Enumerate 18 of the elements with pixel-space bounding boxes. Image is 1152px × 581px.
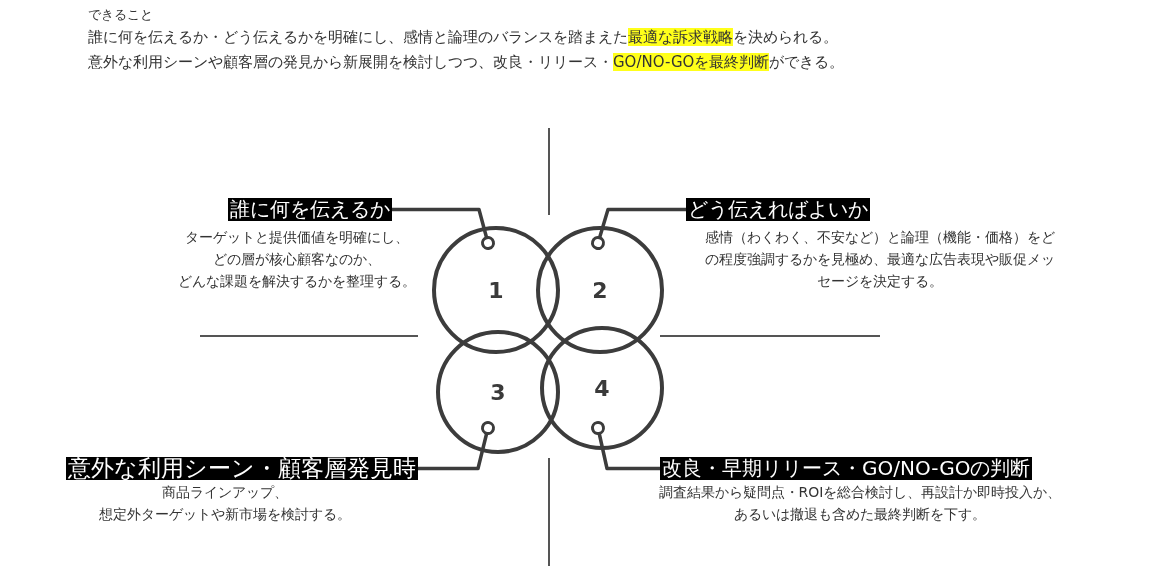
heading-label: 改良・早期リリース・GO/NO-GOの判断 — [660, 457, 1033, 480]
heading-label: 意外な利用シーン・顧客層発見時 — [66, 457, 418, 480]
description-text: 調査結果から疑問点・ROIを総合検討し、再設計か即時投入か、あるいは撤退も含めた最終判断を下す。 — [657, 483, 1063, 524]
leader-line — [392, 207, 495, 250]
numbered-circle: 1 — [432, 226, 560, 354]
description-text: ターゲットと提供価値を明確にし、どの層が核心顧客なのか、どんな課題を解決するかを整理する。 — [177, 228, 417, 291]
leader-line — [591, 207, 686, 250]
heading-label: どう伝えればよいか — [686, 198, 870, 221]
heading-label: 誰に何を伝えるか — [228, 198, 392, 221]
description-text: 商品ラインアップ、想定外ターゲットや新市場を検討する。 — [98, 483, 352, 524]
numbered-circle: 2 — [536, 226, 664, 354]
numbered-circle: 3 — [436, 330, 560, 454]
heading-text: できること — [88, 6, 153, 24]
leader-line — [418, 421, 495, 471]
description-text: 感情（わくわく、不安など）と論理（機能・価格）をどの程度強調するかを見極め、最適な広告表現や販促メッセージを決定する。 — [705, 228, 1055, 291]
leader-line — [591, 421, 660, 471]
numbered-circle: 4 — [540, 326, 664, 450]
summary-text: 誰に何を伝えるか・どう伝えるかを明確にし、感情と論理のバランスを踏まえた最適な訴求戦略を決められる。 — [88, 27, 838, 48]
